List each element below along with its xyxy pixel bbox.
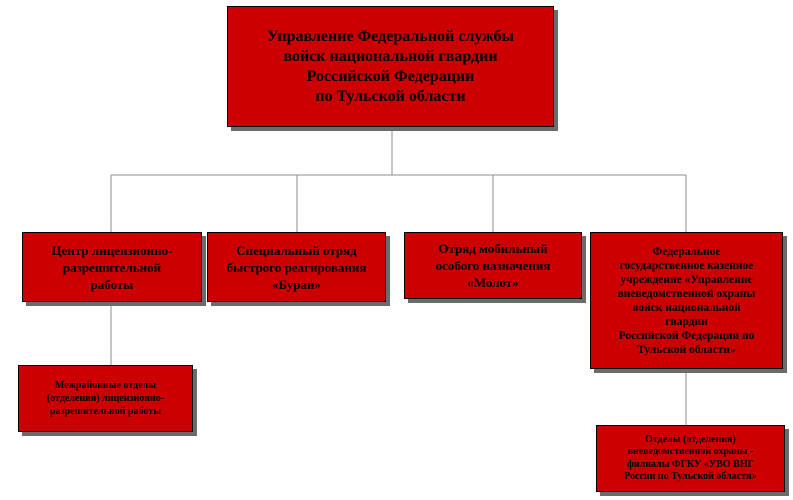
sub-node-interdistrict-departments: Межрайонные отделы (отделения) лицензион…	[18, 365, 193, 432]
unit-node-omon-molot: Отряд мобильный особого назначения «Моло…	[404, 232, 582, 299]
root-node-label: Управление Федеральной службы войск наци…	[266, 27, 515, 105]
sub-node-label: Межрайонные отделы (отделения) лицензион…	[46, 380, 165, 417]
unit-node-label: Центр лицензионно- разрешительной работы	[51, 242, 173, 292]
unit-node-label: Федеральное государственное казенное учр…	[617, 245, 756, 356]
unit-node-fgku-uvo: Федеральное государственное казенное учр…	[590, 232, 783, 369]
unit-node-center-licensing: Центр лицензионно- разрешительной работы	[22, 232, 202, 302]
sub-node-label: Отделы (отделения) вневедомственной охра…	[624, 433, 757, 483]
sub-node-security-branches: Отделы (отделения) вневедомственной охра…	[596, 425, 785, 492]
unit-node-label: Специальный отряд быстрого реагирования …	[226, 242, 367, 292]
unit-node-label: Отряд мобильный особого назначения «Моло…	[435, 241, 551, 290]
root-node-upravlenie: Управление Федеральной службы войск наци…	[227, 6, 554, 127]
unit-node-sobr-buran: Специальный отряд быстрого реагирования …	[207, 232, 386, 302]
